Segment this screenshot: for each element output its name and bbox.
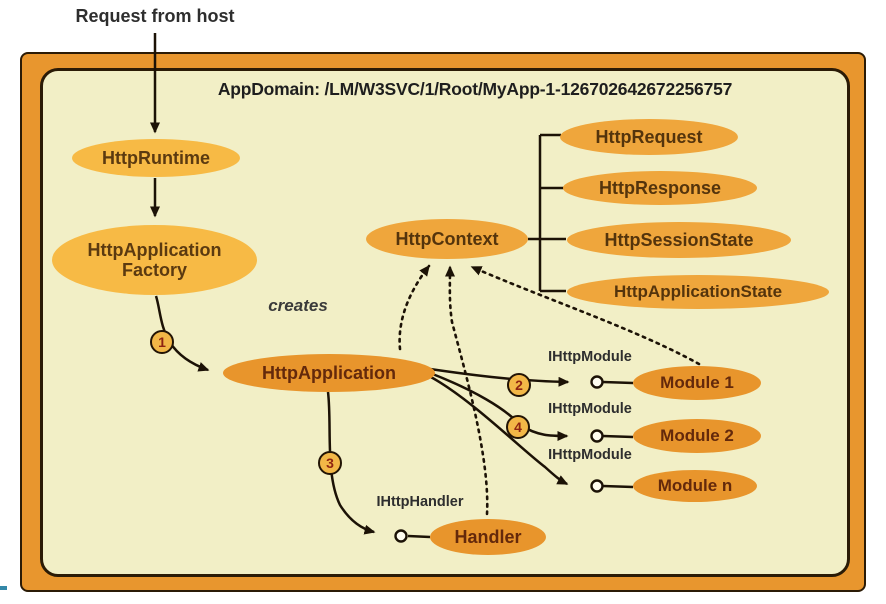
- interface-circle-module1: [590, 375, 604, 389]
- node-httpcontext: HttpContext: [366, 219, 528, 259]
- ihttpmodule-label-2: IHttpModule: [548, 401, 632, 417]
- edge-handler-to-context-dashed: [444, 265, 489, 516]
- node-httpresponse: HttpResponse: [563, 171, 757, 205]
- edge-application-to-handler: [326, 391, 376, 535]
- node-httprequest: HttpRequest: [560, 119, 738, 155]
- appdomain-title: AppDomain: /LM/W3SVC/1/Root/MyApp-1-1267…: [217, 79, 733, 99]
- edge-application-to-module1: [429, 367, 570, 387]
- node-httpsessionstate: HttpSessionState: [567, 222, 791, 258]
- ihttpmodule-label-3: IHttpModule: [548, 447, 632, 463]
- interface-circle-handler: [394, 529, 408, 543]
- edge-lollipop-module1: [602, 380, 634, 385]
- interface-circle-modulen: [590, 479, 604, 493]
- ihttpmodule-label-1: IHttpModule: [548, 349, 632, 365]
- node-module-1: Module 1: [633, 366, 761, 400]
- interface-circle-module2: [590, 429, 604, 443]
- node-httpruntime: HttpRuntime: [72, 139, 240, 177]
- step-badge-1: 1: [150, 330, 174, 354]
- step-badge-3: 3: [318, 451, 342, 475]
- node-httpapplicationstate: HttpApplicationState: [567, 275, 829, 309]
- edge-application-to-context-dashed: [398, 264, 431, 351]
- edge-lollipop-handler: [407, 534, 431, 539]
- node-handler: Handler: [430, 519, 546, 555]
- edge-lollipop-module2: [602, 434, 634, 439]
- edge-lollipop-modulen: [602, 484, 634, 489]
- node-httpapplication: HttpApplication: [223, 354, 435, 392]
- ihttphandler-label: IHttpHandler: [376, 494, 464, 510]
- creates-label: creates: [268, 296, 328, 315]
- edge-artifact: [0, 586, 7, 590]
- request-from-host-label: Request from host: [75, 6, 235, 26]
- step-badge-4: 4: [506, 415, 530, 439]
- edge-application-to-modulen: [428, 374, 569, 486]
- node-module-2: Module 2: [633, 419, 761, 453]
- step-badge-2: 2: [507, 373, 531, 397]
- node-module-n: Module n: [633, 470, 757, 502]
